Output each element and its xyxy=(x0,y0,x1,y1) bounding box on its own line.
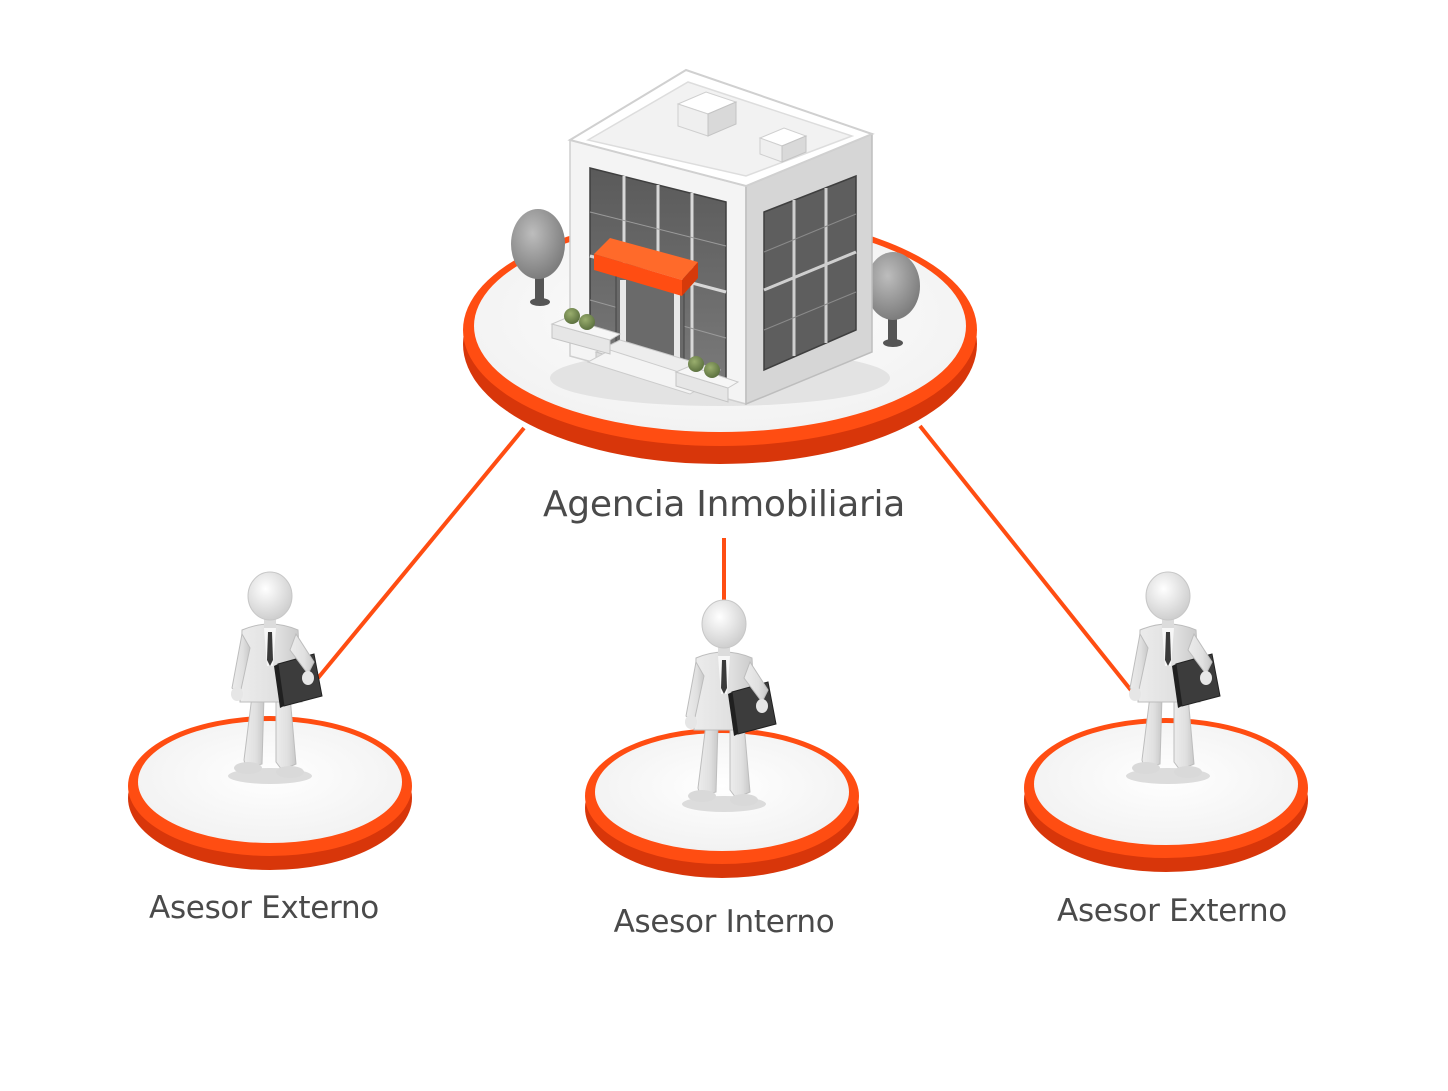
tree-icon xyxy=(511,209,565,306)
connector-line-right xyxy=(918,424,1136,696)
connectors xyxy=(316,424,1136,696)
tree-icon xyxy=(866,252,920,347)
shrub-icon xyxy=(579,314,595,330)
advisor-label-center: Asesor Interno xyxy=(613,904,835,940)
advisor-platform-left xyxy=(128,716,412,870)
advisor-platform-right xyxy=(1024,718,1308,872)
advisor-label-left: Asesor Externo xyxy=(149,890,379,926)
shrub-icon xyxy=(688,356,704,372)
office-building-icon xyxy=(511,68,920,406)
hub-label: Agencia Inmobiliaria xyxy=(542,484,906,525)
shrub-icon xyxy=(704,362,720,378)
connector-line-left xyxy=(316,426,526,680)
advisor-label-right: Asesor Externo xyxy=(1057,893,1287,929)
shrub-icon xyxy=(564,308,580,324)
